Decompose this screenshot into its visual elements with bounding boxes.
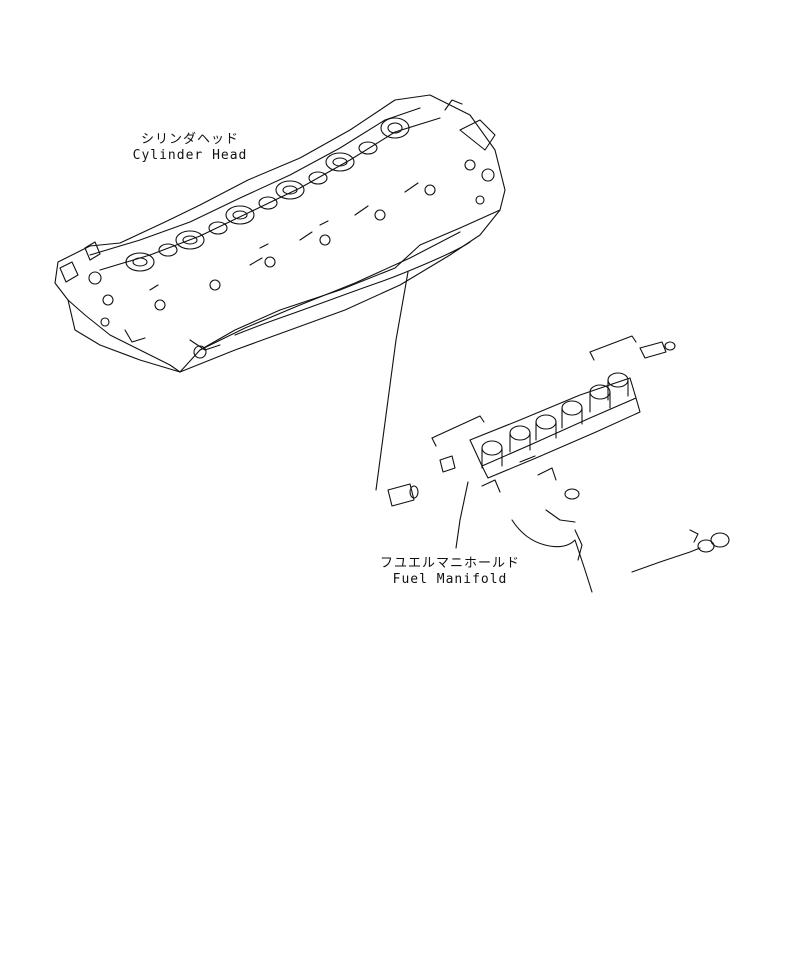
fuel-manifold-label-ja: フユエルマニホールド <box>380 556 521 571</box>
leader-lines <box>375 271 469 549</box>
fuel-manifold-label: フユエルマニホールド Fuel Manifold <box>380 556 520 588</box>
fuel-manifold-label-en: Fuel Manifold <box>392 572 508 587</box>
cylinder-head-label-en: Cylinder Head <box>132 148 248 163</box>
cylinder-head-label: シリンダヘッド Cylinder Head <box>120 132 260 164</box>
cylinder-head-label-ja: シリンダヘッド <box>140 132 239 147</box>
cylinder-head-drawing <box>54 94 506 373</box>
fuel-manifold-drawing <box>387 335 730 593</box>
